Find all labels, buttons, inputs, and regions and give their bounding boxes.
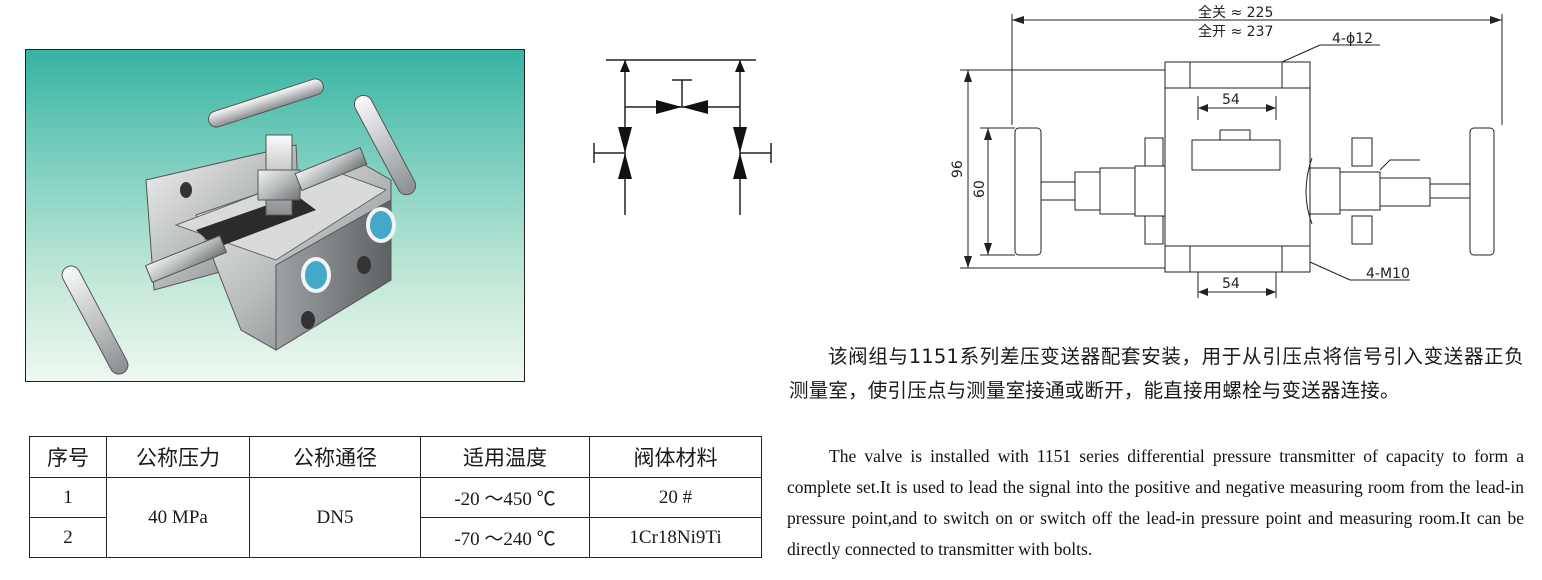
description-english: The valve is installed with 1151 series … [787,446,1524,559]
valve-manifold-illustration [61,78,417,375]
pressure-cell: 40 MPa [106,477,250,558]
dimension-drawing: 全关 ≈ 225 全开 ≈ 237 4-ϕ12 54 54 4-M10 96 6… [950,4,1503,298]
header-pressure: 公称压力 [106,436,250,478]
temperature-cell: -70 ～240 ℃ [420,517,590,558]
dim-height-96: 96 [950,160,966,178]
product-photo [25,49,525,382]
dim-bottom-54: 54 [1222,276,1240,292]
header-diameter: 公称通径 [249,436,421,478]
description-chinese: 该阀组与1151系列差压变送器配套安装，用于从引压点将信号引入变送器正负测量室，… [789,345,1524,402]
hole-label: 4-ϕ12 [1332,31,1373,47]
row-no: 1 [29,477,107,518]
table-row: 1 40 MPa DN5 -20 ～450 ℃ 20 # [29,477,762,558]
table-row: 2 -70 ～240 ℃ 1Cr18Ni9Ti [29,517,762,558]
dim-height-60: 60 [972,180,988,198]
dim-open-label: 全开 ≈ 237 [1198,23,1273,40]
diameter-cell: DN5 [249,477,421,558]
material-cell: 1Cr18Ni9Ti [589,517,762,558]
spec-table: 序号 公称压力 公称通径 适用温度 阀体材料 1 40 MPa DN5 -20 … [29,436,762,558]
row-no: 2 [29,517,107,558]
valve-schematic [593,59,772,215]
dim-top-54: 54 [1222,92,1240,108]
table-header-row: 序号 公称压力 公称通径 适用温度 阀体材料 [29,436,762,478]
dim-closed-label: 全关 ≈ 225 [1198,4,1273,21]
header-material: 阀体材料 [589,436,762,478]
temperature-cell: -20 ～450 ℃ [420,477,590,518]
material-cell: 20 # [589,477,762,518]
header-no: 序号 [29,436,107,478]
header-temperature: 适用温度 [420,436,590,478]
thread-label: 4-M10 [1366,266,1410,282]
